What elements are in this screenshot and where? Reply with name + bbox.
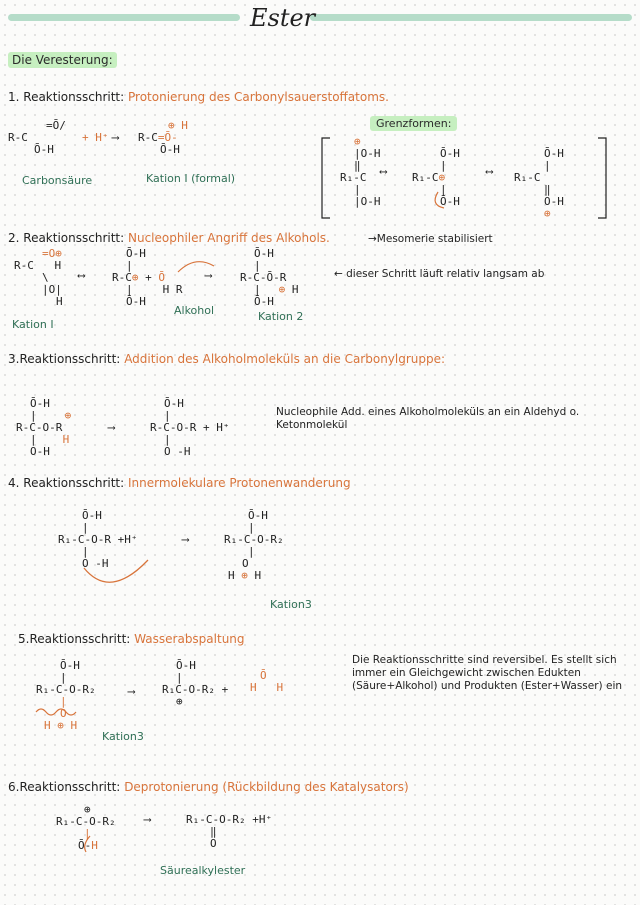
step1-acid: =Ō/ R-C Ō-H	[8, 119, 66, 156]
bracket-left	[321, 137, 330, 219]
curved-arrow-step2	[177, 261, 215, 273]
step5-rhs: Ō-H | R₁C-O-R₂ + ⊕	[162, 659, 229, 708]
step-3-label: 3.Reaktionsschritt:	[8, 352, 121, 366]
step6-lhs-formula: R₁-C-O-R₂	[56, 815, 116, 828]
step-3-heading: 3.Reaktionsschritt: Addition des Alkohol…	[8, 352, 445, 366]
grenz-arrow-1: ⟷	[380, 165, 387, 178]
step5-rhs-formula: R₁C-O-R₂	[162, 683, 215, 696]
step3-lhs: Ō-H |⊕ R-C-O-R |H O-H	[16, 397, 72, 458]
section-heading: Die Veresterung:	[8, 52, 117, 68]
label-kation1: Kation I	[12, 318, 54, 331]
langsam-text: dieser Schritt läuft relativ langsam ab	[346, 268, 545, 280]
squiggle-step5	[35, 708, 77, 716]
step3-lhs-formula: R-C-O-R	[16, 421, 63, 434]
step1-arrow: ⟶	[112, 131, 119, 144]
title-bar-left	[8, 14, 240, 21]
step6-rhs: R₁-C-O-R₂ +H⁺ ‖ O	[186, 813, 273, 850]
step-6-desc: Deprotonierung (Rückbildung des Katalysa…	[124, 780, 409, 794]
step5-lhs-formula: R₁-C-O-R₂	[36, 683, 96, 696]
grenzform-3: Ō-H | R₁-C ‖ O-H ⊕	[514, 147, 564, 220]
step2-arrow-1: ⟷	[78, 269, 85, 282]
step-4-heading: 4. Reaktionsschritt: Innermolekulare Pro…	[8, 476, 351, 490]
step6-rhs-formula: R₁-C-O-R₂ +H⁺	[186, 813, 273, 826]
step-2-heading: 2. Reaktionsschritt: Nucleophiler Angrif…	[8, 231, 330, 245]
step-1-desc: Protonierung des Carbonylsauerstoffatoms…	[128, 90, 389, 104]
step-2-label: 2. Reaktionsschritt:	[8, 231, 125, 245]
grenzform-2: Ō-H | R₁-C⊕ | Ō-H	[412, 147, 460, 208]
curved-arrow-step6	[84, 835, 91, 853]
grenzform-1: ⊕ |O-H ‖ R₁-C | |O-H	[340, 135, 381, 208]
step5-lhs: Ō-H | R₁-C-O-R₂ | O H ⊕ H	[36, 659, 96, 732]
curved-arrow-grenz	[434, 191, 445, 209]
title-bar-right	[310, 14, 632, 21]
label-kation2: Kation 2	[258, 310, 304, 323]
label-kation1-formal: Kation I (formal)	[146, 172, 236, 185]
step1-kation: ⊕ H R-C=Ō- Ō-H	[138, 119, 188, 156]
step-3-desc: Addition des Alkoholmoleküls an die Carb…	[124, 352, 446, 366]
step4-arrow: ⟶	[182, 533, 189, 546]
step5-arrow: ⟶	[128, 685, 135, 698]
curved-arrow-step4	[83, 559, 149, 583]
label-carbonsaeure: Carbonsäure	[22, 174, 93, 187]
label-kation3: Kation3	[270, 598, 312, 611]
page-title: Ester	[250, 4, 316, 32]
nucleophile-note: Nucleophile Add. eines Alkoholmoleküls a…	[276, 406, 580, 431]
step3-arrow: ⟶	[108, 421, 115, 434]
step-1-heading: 1. Reaktionsschritt: Protonierung des Ca…	[8, 90, 389, 104]
step6-arrow: ⟶	[144, 813, 151, 826]
bracket-right	[598, 137, 607, 219]
reversibel-note: Die Reaktionsschritte sind reversibel. E…	[352, 654, 623, 692]
step-2-desc: Nucleophiler Angriff des Alkohols.	[128, 231, 330, 245]
step2-kation2: Ō-H | R-C-Ō-R |⊕ H Ō-H	[240, 247, 299, 308]
step1-hplus: + H⁺	[82, 131, 109, 144]
grenzformen-label: Grenzformen:	[370, 116, 458, 131]
label-kation3b: Kation3	[102, 730, 144, 743]
grenz-arrow-2: ⟷	[486, 165, 493, 178]
step-5-heading: 5.Reaktionsschritt: Wasserabspaltung	[18, 632, 245, 646]
step-4-label: 4. Reaktionsschritt:	[8, 476, 125, 490]
step4-lhs: Ō-H | R₁-C-O-R +H⁺ | O -H	[58, 509, 138, 570]
step-5-desc: Wasserabspaltung	[134, 632, 245, 646]
step5-water: Ō H H	[250, 669, 284, 694]
mesomerie-note: →Mesomerie stabilisiert	[368, 233, 493, 245]
step2-arrow-2: ⟶	[205, 269, 212, 282]
step4-rhs-formula: R₁-C-O-R₂	[224, 533, 284, 546]
step-5-label: 5.Reaktionsschritt:	[18, 632, 131, 646]
label-saeureester: Säurealkylester	[160, 864, 246, 877]
langsam-note: ← dieser Schritt läuft relativ langsam a…	[334, 268, 545, 280]
step-4-desc: Innermolekulare Protonenwanderung	[128, 476, 351, 490]
step3-rhs: Ō-H | R-C-O-R + H⁺ | O -H	[150, 397, 230, 458]
step6-lhs: ⊕ R₁-C-O-R₂ | Ō-H	[56, 803, 116, 852]
step4-rhs: Ō-H | R₁-C-O-R₂ | O H ⊕ H	[224, 509, 284, 582]
step-1-label: 1. Reaktionsschritt:	[8, 90, 125, 104]
label-alkohol: Alkohol	[174, 304, 215, 317]
step4-lhs-formula: R₁-C-O-R +H⁺	[58, 533, 138, 546]
step3-rhs-formula: R-C-O-R + H⁺	[150, 421, 230, 434]
step-6-label: 6.Reaktionsschritt:	[8, 780, 121, 794]
step2-kation1b: Ō-H | R-C⊕ + Ō |H R Ō-H	[112, 247, 183, 308]
step-6-heading: 6.Reaktionsschritt: Deprotonierung (Rück…	[8, 780, 409, 794]
step2-kation1: =O⊕ R-C H \ |O| H	[14, 247, 63, 308]
